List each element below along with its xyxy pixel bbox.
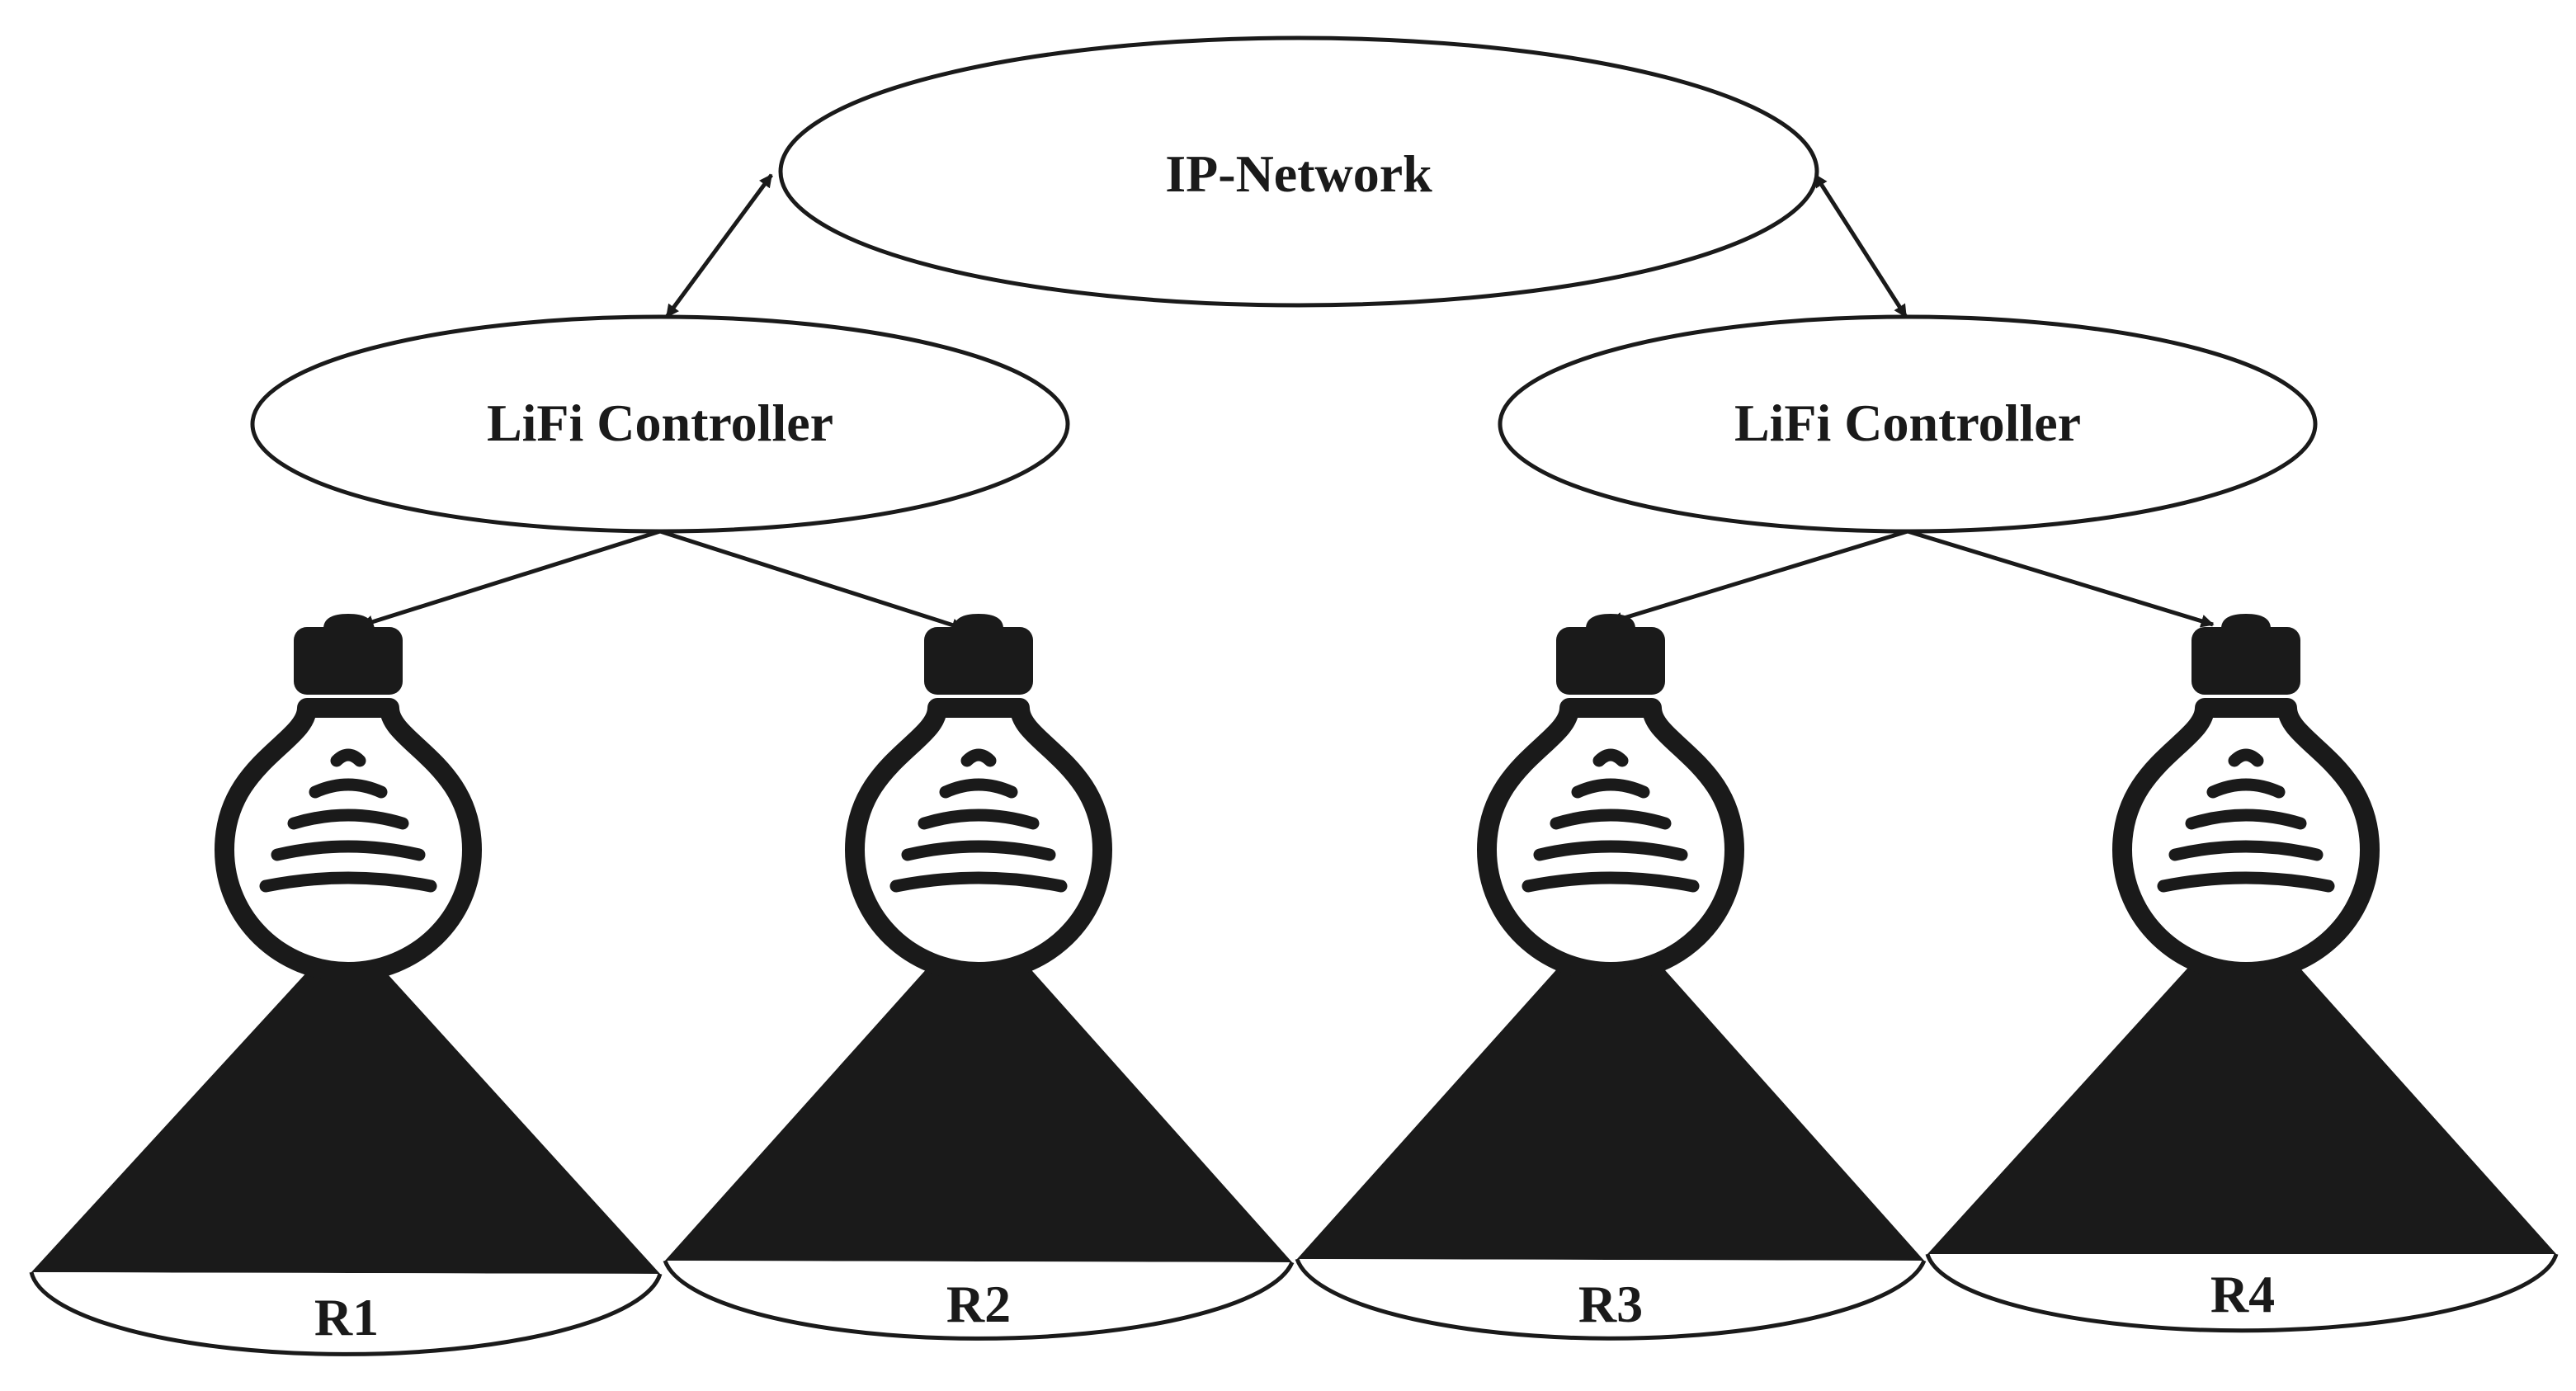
lifi-controller-node-2: LiFi Controller: [1498, 314, 2318, 534]
link-controller-1-bulb-2: [659, 529, 965, 632]
receiver-r1: R1: [29, 1271, 663, 1356]
light-cone-r4: [1927, 906, 2556, 1254]
link-network-controller-2: [1813, 173, 1908, 318]
receiver-label: R4: [2210, 1265, 2275, 1323]
ip-network-node: IP-Network: [778, 35, 1819, 308]
light-cone-r3: [1297, 909, 1924, 1261]
lifi-bulb-icon: [2122, 614, 2370, 972]
receiver-r3: R3: [1295, 1258, 1927, 1341]
light-cone-r2: [665, 911, 1292, 1262]
receiver-label: R2: [946, 1275, 1011, 1333]
receiver-label: R3: [1578, 1275, 1643, 1333]
receiver-r4: R4: [1925, 1253, 2559, 1333]
receiver-label: R1: [314, 1288, 379, 1346]
lifi-bulb-icon: [224, 614, 472, 972]
lifi-controller-node-1: LiFi Controller: [250, 314, 1070, 534]
lifi-bulb-icon: [1487, 614, 1734, 972]
lifi-controller-label: LiFi Controller: [487, 394, 833, 452]
light-cone-r1: [31, 929, 660, 1274]
link-network-controller-1: [664, 173, 774, 318]
lifi-bulb-icon: [855, 614, 1102, 972]
link-controller-2-bulb-4: [1907, 529, 2215, 628]
link-controller-2-bulb-3: [1609, 529, 1908, 625]
ip-network-label: IP-Network: [1165, 144, 1432, 203]
lifi-controller-label: LiFi Controller: [1734, 394, 2081, 452]
receiver-r2: R2: [663, 1260, 1295, 1341]
link-controller-1-bulb-1: [360, 529, 661, 629]
